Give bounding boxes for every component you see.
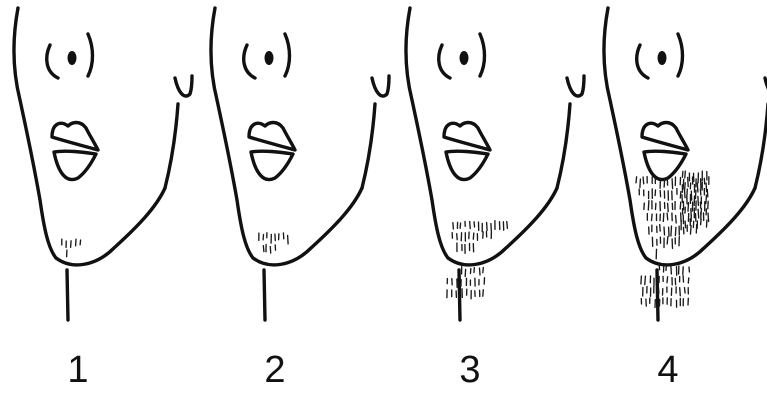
face-stage-2: 2 [211, 8, 389, 391]
face-stage-3: 3 [406, 8, 584, 391]
hair-stroke [667, 237, 668, 244]
hair-stroke [671, 226, 672, 236]
eye-icon [68, 51, 77, 65]
hair-stroke [470, 222, 471, 229]
facial-hair [636, 171, 709, 307]
facial-hair [62, 239, 81, 257]
hair-stroke [698, 209, 699, 218]
hair-stroke [263, 246, 264, 252]
hair-stroke [288, 235, 289, 244]
face-outline [14, 8, 192, 320]
hair-stroke [483, 268, 484, 273]
face-outline [406, 8, 584, 320]
hair-stroke [460, 223, 461, 228]
hair-stroke [473, 233, 474, 239]
hair-stroke [672, 179, 673, 189]
hair-stroke [680, 288, 681, 296]
hair-stroke [71, 241, 72, 248]
hair-stroke [680, 202, 681, 209]
hair-stroke [663, 213, 664, 221]
facial-hair [447, 221, 508, 299]
hair-stroke [706, 183, 707, 192]
hair-stroke [453, 223, 454, 229]
hair-stroke [683, 179, 684, 189]
hair-stroke [688, 278, 689, 283]
hair-stroke [680, 192, 681, 199]
hair-stroke [652, 214, 653, 221]
hair-stroke [648, 201, 649, 210]
hair-stroke [643, 177, 644, 184]
hair-stroke [685, 171, 686, 178]
hair-stroke [668, 203, 669, 211]
hair-stroke [688, 177, 689, 186]
hair-stroke [685, 183, 686, 189]
face-stage-4: 4 [604, 8, 767, 391]
hair-stroke [701, 219, 702, 225]
hair-stroke [641, 276, 642, 284]
hair-stroke [487, 223, 488, 231]
hair-stroke [675, 227, 676, 235]
hair-stroke [664, 227, 665, 235]
hair-stroke [682, 171, 683, 177]
hair-stroke [667, 277, 668, 283]
stage-label: 1 [67, 349, 88, 391]
hair-stroke [658, 287, 659, 293]
hair-stroke [664, 179, 665, 188]
eye-icon [658, 51, 667, 65]
hair-stroke [697, 183, 698, 192]
hair-stroke [671, 265, 672, 274]
hair-stroke [685, 288, 686, 293]
stage-label: 3 [459, 349, 480, 391]
hair-stroke [685, 189, 686, 197]
hair-stroke [640, 179, 641, 187]
hair-stroke [660, 225, 661, 232]
hair-stroke [480, 268, 481, 275]
hair-stroke [676, 216, 677, 224]
eye-icon [265, 51, 274, 65]
hair-stroke [80, 240, 81, 245]
stage-label: 4 [657, 349, 678, 391]
hair-stroke [688, 203, 689, 212]
hair-stroke [691, 226, 692, 235]
hair-stroke [636, 177, 637, 183]
hair-stroke [645, 276, 646, 284]
hair-stroke [683, 227, 684, 233]
hair-stroke [707, 189, 708, 196]
hair-stroke [507, 222, 508, 229]
hair-stroke [708, 213, 709, 221]
facial-hair [259, 233, 288, 253]
hair-stroke [667, 213, 668, 220]
hair-stroke [457, 234, 458, 240]
hair-stroke [706, 195, 707, 204]
face-stage-1: 1 [14, 8, 192, 391]
face-outline [604, 8, 767, 320]
stage-label: 2 [264, 349, 285, 391]
eye-icon [460, 51, 469, 65]
face-outline [211, 8, 389, 320]
hair-stroke [483, 290, 484, 296]
hair-stroke [698, 196, 699, 205]
